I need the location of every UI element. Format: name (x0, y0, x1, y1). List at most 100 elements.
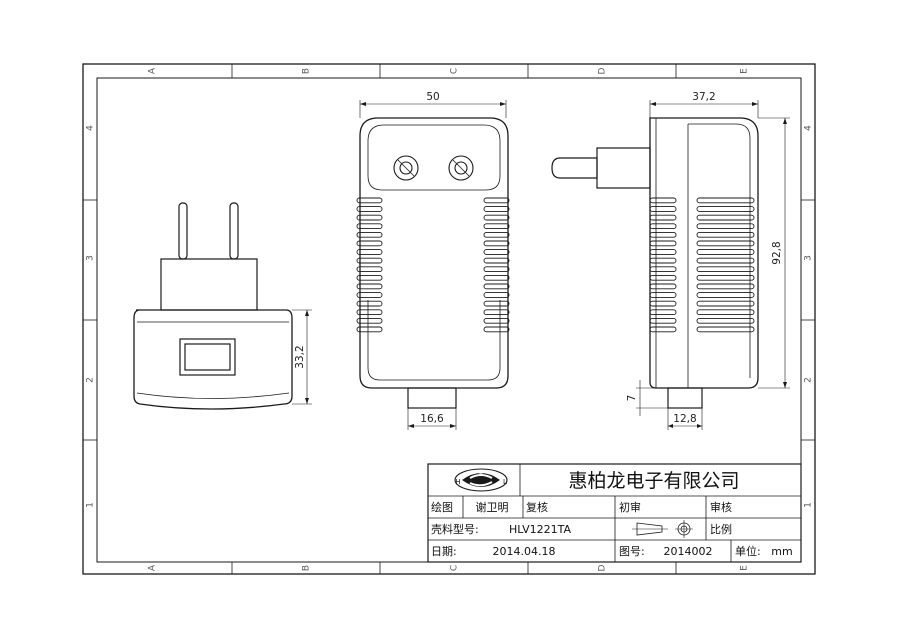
dim-side-cable-height: 7 (626, 395, 638, 402)
vent-slot (356, 231, 383, 238)
side-view: 37,2 92,8 7 12,8 (551, 91, 790, 430)
vent-slot (483, 231, 510, 238)
vent-slot (649, 317, 677, 324)
vent-slot (649, 266, 677, 273)
vent-slot (483, 197, 510, 204)
vent-slot (356, 206, 383, 212)
dim-side-width: 37,2 (692, 91, 715, 103)
left-view-pin-right (229, 202, 239, 260)
dim-front-plug-width: 16,6 (420, 413, 444, 425)
vent-slot (356, 326, 383, 333)
front-view-vents-right (483, 197, 510, 333)
drawing-frame (82, 63, 816, 575)
left-view-plug-base (160, 258, 258, 311)
front-view-socket-left-inner (399, 161, 413, 175)
vent-slot (696, 266, 755, 273)
vent-slot (356, 257, 383, 264)
zone-label-left-2: 2 (86, 377, 96, 383)
zone-label-left-4: 4 (86, 125, 96, 131)
company-name: 惠柏龙电子有限公司 (568, 470, 739, 492)
zone-label-bottom-c: C (450, 565, 460, 571)
vent-slot (356, 266, 383, 273)
zone-labels: A B C D E A B C D E 4 3 2 1 4 3 2 1 (86, 67, 814, 571)
front-view-body (359, 117, 509, 389)
vent-slot (649, 206, 677, 212)
model-label: 壳料型号: (431, 522, 479, 536)
dim-left-height: 33,2 (294, 345, 306, 368)
front-view-socket-right-outer (448, 155, 474, 181)
vent-slot (649, 231, 677, 238)
vent-slot (356, 274, 383, 281)
vent-slot (696, 283, 755, 290)
front-view-vents-left (356, 197, 383, 333)
zone-label-top-a: A (148, 67, 158, 74)
vent-slot (483, 240, 510, 247)
vent-slot (696, 257, 755, 264)
drawing-no-label: 图号: (619, 545, 645, 558)
company-logo: H B L (454, 468, 508, 492)
zone-label-left-3: 3 (86, 255, 96, 261)
vent-slot (356, 300, 383, 307)
side-view-plug-base (596, 147, 651, 189)
vent-slot (696, 231, 755, 238)
vent-slot (483, 326, 510, 333)
vent-slot (483, 300, 510, 307)
vent-slot (696, 317, 755, 324)
vent-slot (483, 317, 510, 324)
zone-label-right-3: 3 (804, 255, 814, 261)
vent-slot (696, 300, 755, 307)
zone-label-bottom-b: B (302, 565, 312, 571)
front-view: 50 16,6 (356, 91, 510, 430)
side-view-vents-left (649, 197, 677, 333)
projection-symbol (632, 520, 693, 538)
vent-slot (696, 309, 755, 316)
zone-label-top-d: D (598, 67, 608, 74)
vent-slot (483, 257, 510, 264)
date-label: 日期: (431, 545, 457, 558)
zone-label-right-4: 4 (804, 125, 814, 131)
vent-slot (356, 292, 383, 298)
vent-slot (696, 197, 755, 204)
side-view-vents-right (696, 197, 755, 333)
vent-slot (696, 206, 755, 212)
date-value: 2014.04.18 (493, 545, 556, 558)
vent-slot (696, 274, 755, 281)
scale-label: 比例 (710, 522, 732, 536)
zone-label-top-b: B (302, 68, 312, 74)
zone-label-top-c: C (450, 68, 460, 74)
vent-slot (483, 266, 510, 273)
zone-label-bottom-d: D (598, 564, 608, 571)
vent-slot (696, 326, 755, 333)
final-review-label: 审核 (710, 500, 732, 514)
dim-side-height: 92,8 (771, 241, 783, 264)
vent-slot (356, 223, 383, 230)
drawn-label: 绘图 (431, 500, 453, 514)
vent-slot (649, 309, 677, 316)
side-view-cable-stub (667, 387, 703, 409)
left-view-switch-frame (179, 338, 236, 376)
vent-slot (649, 240, 677, 247)
logo-letter-l: L (503, 478, 507, 486)
vent-slot (696, 240, 755, 247)
vent-slot (649, 214, 677, 221)
title-block: H B L 惠柏龙电子有限公司 绘图 谢卫明 复核 初审 审核 壳料型号: HL… (427, 463, 802, 563)
vent-slot (649, 223, 677, 230)
front-view-socket-right-inner (454, 161, 468, 175)
vent-slot (696, 292, 755, 298)
logo-letter-b: B (479, 471, 483, 478)
zone-label-top-e: E (740, 68, 750, 74)
vent-slot (696, 249, 755, 255)
vent-slot (483, 214, 510, 221)
vent-slot (356, 249, 383, 255)
vent-slot (483, 249, 510, 255)
front-view-socket-left-outer (393, 155, 419, 181)
vent-slot (483, 223, 510, 230)
logo-letter-h: H (455, 478, 460, 486)
vent-slot (483, 283, 510, 290)
vent-slot (649, 257, 677, 264)
vent-slot (483, 274, 510, 281)
vent-slot (649, 197, 677, 204)
recheck-label: 复核 (526, 500, 548, 514)
vent-slot (649, 292, 677, 298)
